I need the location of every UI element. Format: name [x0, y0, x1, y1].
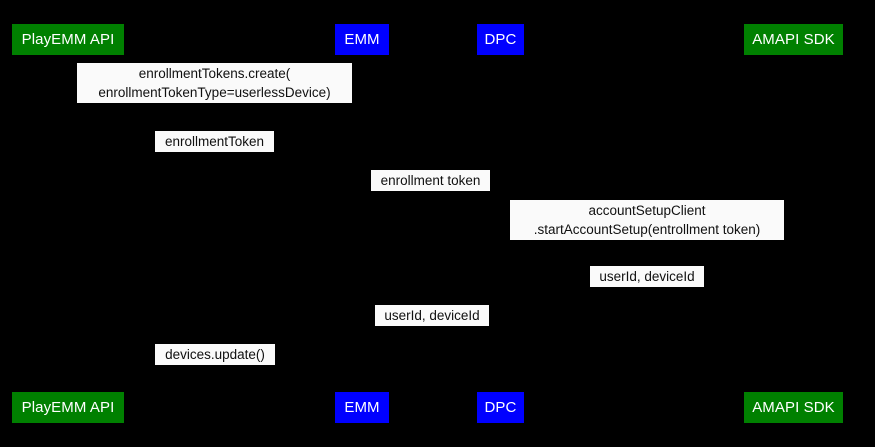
participant-dpc-bottom[interactable]: DPC	[476, 391, 525, 424]
message-label-3: enrollment token	[371, 170, 490, 191]
arrow-line-7	[67, 370, 361, 371]
message-label-4: accountSetupClient .startAccountSetup(en…	[510, 200, 784, 240]
participant-label: DPC	[484, 399, 517, 416]
participant-emm-top[interactable]: EMM	[334, 23, 390, 56]
arrow-line-1	[67, 110, 361, 111]
arrow-line-3	[361, 196, 500, 197]
message-label-5: userId, deviceId	[590, 266, 704, 287]
participant-label: EMM	[344, 31, 380, 48]
arrow-head-1	[67, 106, 75, 114]
participant-playemm-api-bottom[interactable]: PlayEMM API	[11, 391, 125, 424]
participant-label: AMAPI SDK	[752, 399, 835, 416]
arrow-line-2	[67, 157, 361, 158]
message-label-7: devices.update()	[155, 344, 275, 365]
lifeline-playemm-api	[67, 56, 68, 391]
arrow-line-5	[500, 292, 793, 293]
arrow-head-6	[361, 327, 369, 335]
participant-dpc-top[interactable]: DPC	[476, 23, 525, 56]
participant-amapi-sdk-top[interactable]: AMAPI SDK	[743, 23, 844, 56]
message-label-2: enrollmentToken	[155, 131, 274, 152]
arrow-head-7	[67, 366, 75, 374]
arrow-line-6	[361, 331, 500, 332]
participant-playemm-api-top[interactable]: PlayEMM API	[11, 23, 125, 56]
message-label-6: userId, deviceId	[375, 305, 489, 326]
message-label-1: enrollmentTokens.create( enrollmentToken…	[77, 63, 352, 103]
participant-label: PlayEMM API	[21, 399, 115, 416]
arrow-head-4	[785, 243, 793, 251]
participant-label: AMAPI SDK	[752, 31, 835, 48]
arrow-head-3	[492, 192, 500, 200]
lifeline-emm	[361, 56, 362, 391]
participant-label: EMM	[344, 399, 380, 416]
participant-label: PlayEMM API	[21, 31, 115, 48]
participant-label: DPC	[484, 31, 517, 48]
arrow-head-5	[500, 288, 508, 296]
participant-emm-bottom[interactable]: EMM	[334, 391, 390, 424]
arrow-line-4	[500, 247, 793, 248]
participant-amapi-sdk-bottom[interactable]: AMAPI SDK	[743, 391, 844, 424]
lifeline-dpc	[500, 56, 501, 391]
lifeline-amapi-sdk	[793, 56, 794, 391]
arrow-head-2	[353, 153, 361, 161]
